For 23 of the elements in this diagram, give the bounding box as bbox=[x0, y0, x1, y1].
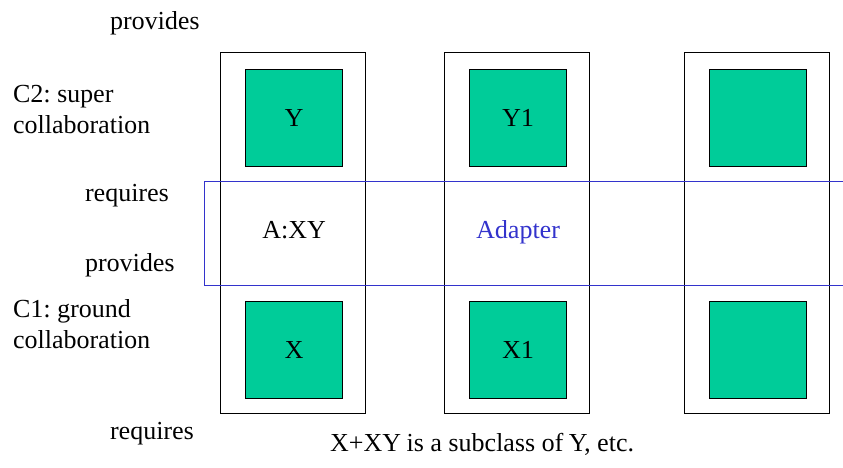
column-box bbox=[444, 52, 590, 414]
component-label: A:XY bbox=[261, 215, 327, 245]
caption: X+XY is a subclass of Y, etc. bbox=[330, 428, 634, 458]
component-square bbox=[245, 301, 343, 399]
side-label: requires bbox=[110, 416, 194, 446]
component-name: Y1 bbox=[502, 103, 534, 133]
column-box bbox=[684, 52, 830, 414]
component-name: Y bbox=[284, 103, 304, 133]
column-box bbox=[220, 52, 366, 414]
component-square bbox=[245, 69, 343, 167]
component-square bbox=[709, 301, 807, 399]
component-name: X1 bbox=[502, 335, 534, 365]
side-label: C1: ground collaboration bbox=[13, 293, 152, 356]
side-label: provides bbox=[110, 6, 200, 36]
component-label: Adapter bbox=[475, 215, 561, 245]
adapter-band bbox=[204, 181, 843, 286]
component-square bbox=[709, 69, 807, 167]
interface-label: requires bbox=[85, 178, 169, 208]
side-label: C2: super collaboration bbox=[13, 78, 152, 140]
component-square bbox=[469, 69, 567, 167]
component-square bbox=[469, 301, 567, 399]
interface-label: provides bbox=[85, 248, 175, 278]
component-name: X bbox=[284, 335, 304, 365]
